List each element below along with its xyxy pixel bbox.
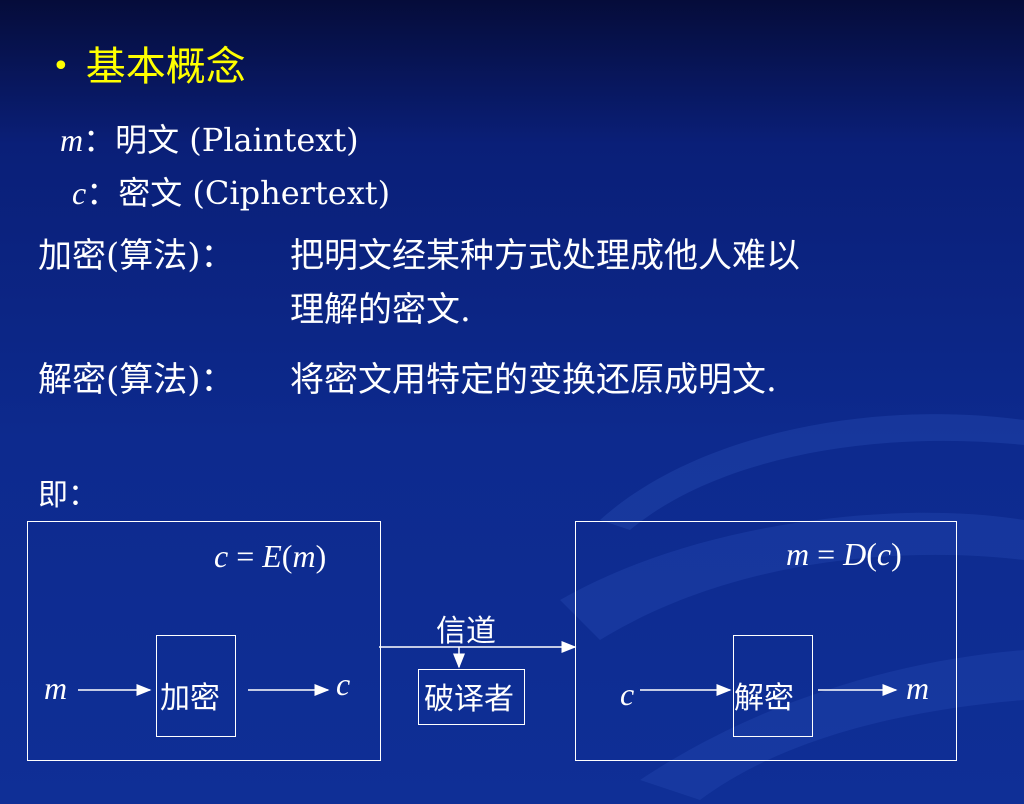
- decryption-formula: m = D(c): [786, 536, 902, 572]
- decrypt-box-label: 解密: [734, 681, 794, 716]
- namely-label: 即：: [38, 478, 98, 513]
- encrypt-box-label: 加密: [160, 681, 220, 716]
- encrypt-box: [156, 635, 236, 737]
- plaintext-label: 明文 (Plaintext): [115, 121, 359, 159]
- interceptor-label: 破译者: [424, 682, 514, 717]
- encryption-panel: [27, 521, 381, 761]
- decryption-term: 解密(算法)：: [38, 360, 235, 400]
- enc-input-var: m: [44, 670, 68, 706]
- ciphertext-definition: c：密文 (Ciphertext): [72, 168, 390, 214]
- interceptor-box: [418, 669, 525, 725]
- decryption-desc: 将密文用特定的变换还原成明文.: [290, 360, 777, 400]
- dec-output-var: m: [906, 670, 930, 706]
- enc-output-var: c: [336, 666, 351, 702]
- encryption-formula: c = E(m): [214, 538, 327, 574]
- encryption-desc-line1: 把明文经某种方式处理成他人难以: [290, 236, 800, 276]
- ciphertext-sep: ：: [86, 174, 119, 212]
- ciphertext-label: 密文 (Ciphertext): [118, 174, 391, 212]
- title-text: 基本概念: [85, 44, 246, 90]
- plaintext-var: m: [60, 122, 84, 158]
- encryption-desc-line2: 理解的密文.: [290, 290, 471, 330]
- ciphertext-var: c: [72, 175, 87, 211]
- channel-label: 信道: [436, 614, 496, 649]
- encryption-term: 加密(算法)：: [38, 236, 235, 276]
- plaintext-sep: ：: [83, 121, 116, 159]
- title-bullet: •: [52, 49, 70, 84]
- dec-input-var: c: [620, 676, 635, 712]
- decrypt-box: [733, 635, 813, 737]
- plaintext-definition: m：明文 (Plaintext): [60, 115, 359, 161]
- slide-title: • 基本概念: [52, 34, 246, 92]
